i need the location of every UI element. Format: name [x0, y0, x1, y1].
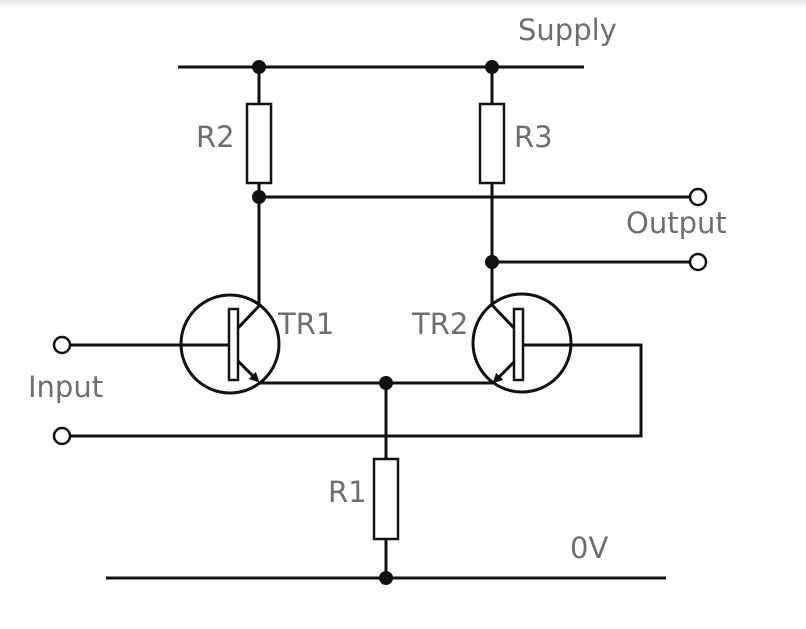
transistor-tr2-emitter-arrow [492, 360, 516, 384]
junction-dot [252, 60, 266, 74]
transistor-tr1-collector [236, 304, 261, 330]
transistor-tr2-base-bar [512, 307, 525, 382]
r3-label: R3 [514, 120, 553, 154]
r2-label: R2 [196, 120, 235, 154]
transistor-tr1-emitter-arrow [236, 359, 260, 383]
junction-dot [252, 190, 266, 204]
resistor-r3 [478, 102, 506, 185]
input-terminal-lower[interactable] [52, 426, 72, 446]
supply-label: Supply [518, 13, 617, 47]
output-terminal-upper[interactable] [688, 187, 708, 207]
input-label: Input [28, 370, 103, 404]
tr2-label: TR2 [411, 307, 468, 341]
r1-label: R1 [328, 475, 367, 509]
output-terminal-lower[interactable] [688, 252, 708, 272]
top-shadow-bar [0, 0, 806, 8]
input-terminal-upper[interactable] [52, 335, 72, 355]
junction-dot [485, 60, 499, 74]
tr1-label: TR1 [277, 307, 334, 341]
tr2-base-to-input-wire [70, 343, 643, 438]
transistor-tr2-collector [490, 303, 516, 330]
junction-dot [379, 376, 393, 390]
zero-volt-label: 0V [570, 531, 608, 565]
resistor-r1 [372, 457, 400, 541]
resistor-r2 [245, 102, 273, 185]
junction-dot [485, 255, 499, 269]
transistor-tr1-base-bar [227, 307, 240, 382]
junction-dot [379, 571, 393, 585]
output-label: Output [626, 206, 727, 240]
